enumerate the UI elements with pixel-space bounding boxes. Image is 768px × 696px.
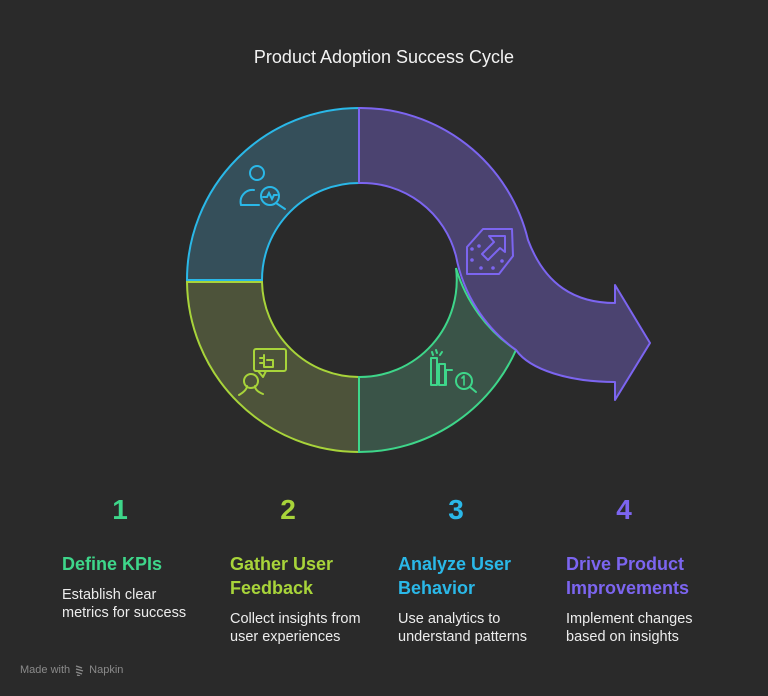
improvement-arrow-icon — [466, 228, 514, 275]
step-3: 3 Analyze User Behavior Use analytics to… — [398, 492, 558, 646]
step-number: 1 — [112, 494, 128, 525]
step-heading: Analyze User Behavior — [398, 554, 512, 598]
step-heading: Gather User Feedback — [230, 554, 334, 598]
made-with-napkin-badge[interactable]: Made with Napkin — [20, 664, 123, 676]
step-number: 3 — [448, 494, 464, 525]
step-heading: Define KPIs — [62, 554, 163, 574]
step-number: 2 — [280, 494, 296, 525]
napkin-brand-label: Napkin — [89, 664, 124, 676]
napkin-logo-icon — [75, 664, 84, 676]
step-1: 1 Define KPIs Establish clear metrics fo… — [62, 492, 222, 622]
user-feedback-icon — [238, 348, 287, 396]
segment-analyze-user-behavior — [185, 106, 360, 281]
made-with-label: Made with — [20, 664, 71, 676]
kpi-chart-icon — [430, 349, 477, 393]
step-number: 4 — [616, 494, 632, 525]
step-description: Establish clear metrics for success — [62, 587, 187, 621]
step-4: 4 Drive Product Improvements Implement c… — [566, 492, 726, 646]
user-analytics-icon — [239, 165, 286, 210]
diagram-title: Product Adoption Success Cycle — [253, 47, 515, 67]
step-description: Use analytics to understand patterns — [398, 611, 527, 645]
segment-drive-product-improvements — [358, 106, 651, 401]
step-description: Collect insights from user experiences — [230, 611, 361, 645]
step-description: Implement changes based on insights — [566, 611, 693, 645]
step-2: 2 Gather User Feedback Collect insights … — [230, 492, 390, 646]
step-heading: Drive Product Improvements — [566, 554, 690, 598]
